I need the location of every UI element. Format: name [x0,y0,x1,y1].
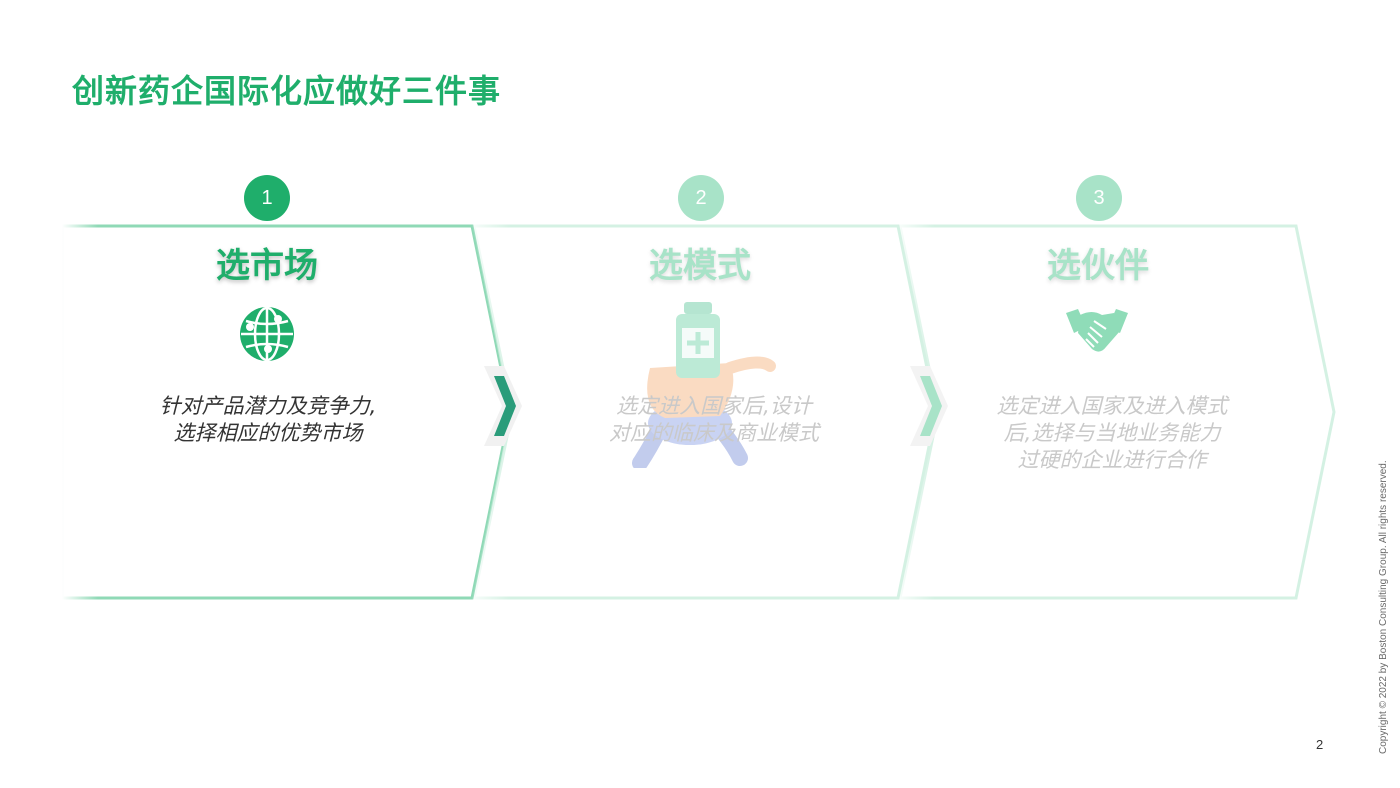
step-1-desc-line-2: 选择相应的优势市场 [173,421,363,445]
medicine-bottle-runner-icon [620,298,780,472]
step-3-description: 选定进入国家及进入模式 后,选择与当地业务能力 过硬的企业进行合作 [962,393,1262,474]
page-title: 创新药企国际化应做好三件事 [72,72,502,110]
chevron-right-icon [484,366,522,446]
step-3-desc-line-2: 后,选择与当地业务能力 [1003,421,1221,445]
step-1-description: 针对产品潜力及竞争力, 选择相应的优势市场 [118,393,418,447]
copyright-notice: Copyright © 2022 by Boston Consulting Gr… [1378,460,1389,754]
step-2-desc-line-1: 选定进入国家后,设计 [616,394,812,418]
step-3-number-badge: 3 [1076,175,1122,221]
step-3-desc-line-1: 选定进入国家及进入模式 [996,394,1228,418]
chevron-right-icon [910,366,948,446]
step-3-title: 选伙伴 [1047,246,1149,286]
step-1-desc-line-1: 针对产品潜力及竞争力, [159,394,377,418]
page-number: 2 [1316,737,1324,752]
handshake-icon [1066,307,1128,361]
step-1-number-badge: 1 [244,175,290,221]
step-2-description: 选定进入国家后,设计 对应的临床及商业模式 [564,393,864,447]
step-1-title: 选市场 [216,246,318,286]
step-2-number-badge: 2 [678,175,724,221]
step-2-title: 选模式 [649,246,751,286]
step-1-chevron-shape [60,224,512,600]
step-2-desc-line-2: 对应的临床及商业模式 [609,421,819,445]
step-3-desc-line-3: 过硬的企业进行合作 [1017,448,1207,472]
globe-network-icon [238,305,296,367]
